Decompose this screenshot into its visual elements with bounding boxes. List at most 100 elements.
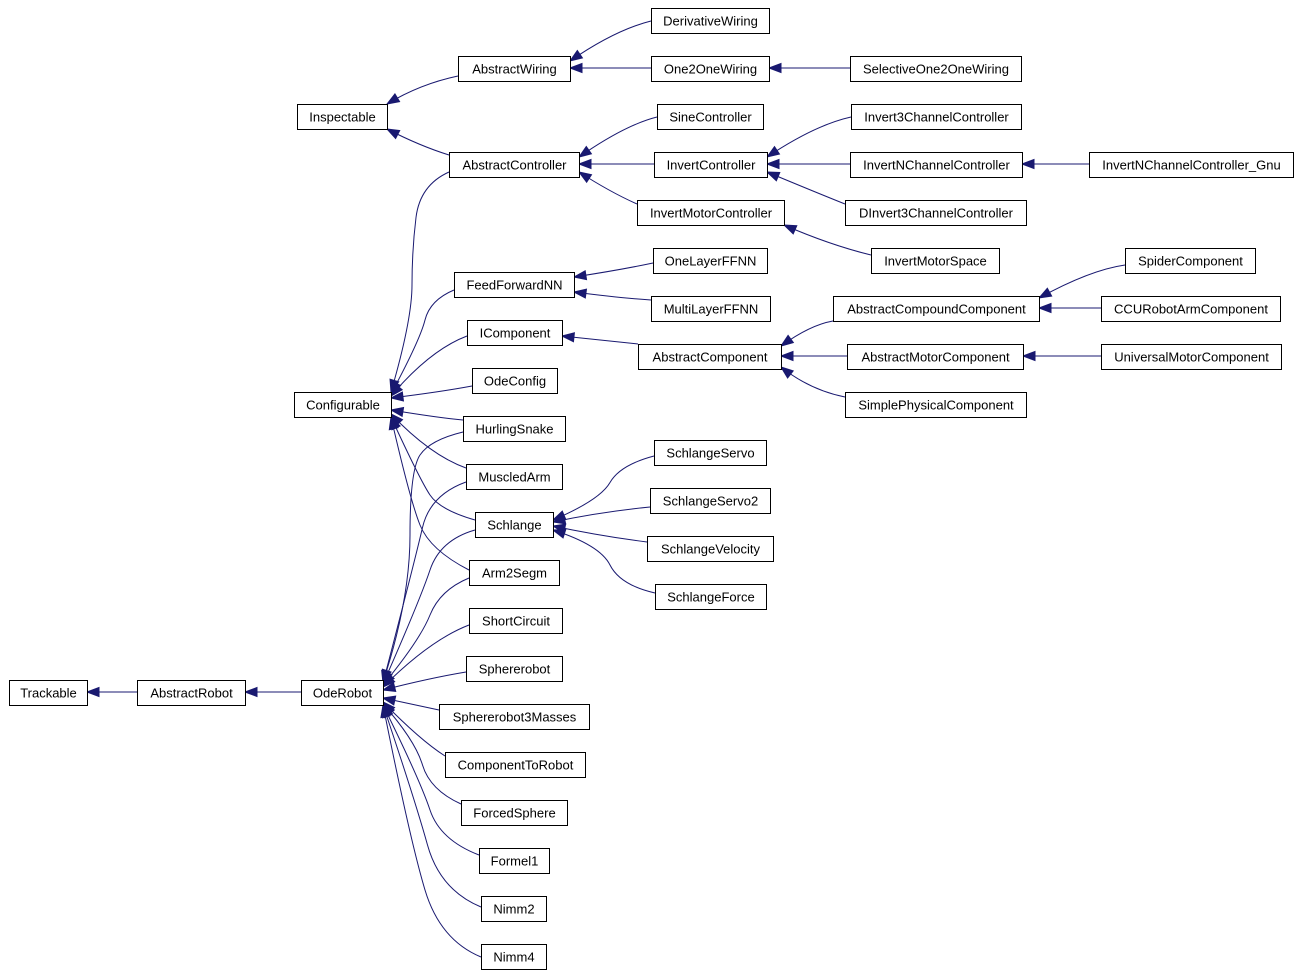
class-node-one2onewiring[interactable]: One2OneWiring xyxy=(651,56,770,82)
class-node-abstractcomponent[interactable]: AbstractComponent xyxy=(638,344,782,370)
class-node-arm2segm[interactable]: Arm2Segm xyxy=(469,560,560,586)
class-node-invertcontroller[interactable]: InvertController xyxy=(654,152,768,178)
class-node-forcedsphere[interactable]: ForcedSphere xyxy=(461,800,568,826)
arrow-head-icon xyxy=(1020,158,1035,170)
class-label: InvertMotorController xyxy=(650,206,773,221)
arrow-head-icon xyxy=(551,528,567,539)
edge-line xyxy=(552,506,651,523)
class-node-ccurobotarmcomponent[interactable]: CCURobotArmComponent xyxy=(1101,296,1281,322)
class-box xyxy=(845,200,1027,226)
arrow-head-icon xyxy=(1021,350,1036,362)
class-node-schlange[interactable]: Schlange xyxy=(475,512,554,538)
edge-OneLayerFFNN-to-FeedForwardNN xyxy=(572,262,654,281)
class-node-formel1[interactable]: Formel1 xyxy=(479,848,550,874)
class-node-icomponent[interactable]: IComponent xyxy=(467,320,563,346)
edge-AbstractRobot-to-Trackable xyxy=(85,686,137,698)
class-node-oderobot[interactable]: OdeRobot xyxy=(301,680,384,706)
edge-InvertMotorController-to-AbstractController xyxy=(577,171,638,205)
class-node-sphererobot[interactable]: Sphererobot xyxy=(466,656,563,682)
class-box xyxy=(650,488,771,514)
class-label: Schlange xyxy=(487,518,541,533)
class-node-feedforwardnn[interactable]: FeedForwardNN xyxy=(454,272,575,298)
arrow-head-icon xyxy=(389,391,405,402)
class-node-inspectable[interactable]: Inspectable xyxy=(297,104,388,130)
class-node-invertnchannelcontroller[interactable]: InvertNChannelController xyxy=(850,152,1023,178)
class-node-schlangeforce[interactable]: SchlangeForce xyxy=(655,584,767,610)
class-node-selectiveone2onewiring[interactable]: SelectiveOne2OneWiring xyxy=(850,56,1022,82)
class-node-shortcircuit[interactable]: ShortCircuit xyxy=(469,608,563,634)
class-node-odeconfig[interactable]: OdeConfig xyxy=(472,368,558,394)
class-node-invertmotorspace[interactable]: InvertMotorSpace xyxy=(871,248,1000,274)
class-node-abstractwiring[interactable]: AbstractWiring xyxy=(458,56,571,82)
class-node-nimm2[interactable]: Nimm2 xyxy=(481,896,547,922)
edge-HurlingSnake-to-Configurable xyxy=(389,406,464,421)
class-label: SchlangeServo xyxy=(666,446,754,461)
edge-line xyxy=(390,289,455,395)
class-node-invertnchannelcontroller-gnu[interactable]: InvertNChannelController_Gnu xyxy=(1089,152,1294,178)
arrow-head-icon xyxy=(385,128,401,140)
class-box xyxy=(1101,296,1281,322)
class-node-spidercomponent[interactable]: SpiderComponent xyxy=(1125,248,1256,274)
class-node-schlangeservo[interactable]: SchlangeServo xyxy=(654,440,767,466)
class-box xyxy=(469,608,563,634)
edge-AbstractWiring-to-Inspectable xyxy=(385,75,459,105)
arrow-head-icon xyxy=(779,334,795,347)
class-node-universalmotorcomponent[interactable]: UniversalMotorComponent xyxy=(1101,344,1282,370)
class-box xyxy=(1089,152,1294,178)
class-node-invert3channelcontroller[interactable]: Invert3ChannelController xyxy=(851,104,1022,130)
class-label: UniversalMotorComponent xyxy=(1114,350,1269,365)
class-node-hurlingsnake[interactable]: HurlingSnake xyxy=(463,416,566,442)
arrow-head-icon xyxy=(765,171,781,182)
class-label: DerivativeWiring xyxy=(663,14,758,29)
edge-SchlangeVelocity-to-Schlange xyxy=(551,523,648,543)
class-box xyxy=(9,680,88,706)
class-box xyxy=(294,392,392,418)
class-label: Invert3ChannelController xyxy=(864,110,1009,125)
class-label: Nimm4 xyxy=(493,950,534,965)
class-node-invertmotorcontroller[interactable]: InvertMotorController xyxy=(637,200,785,226)
class-box xyxy=(467,320,563,346)
edge-InvertNChannelController_Gnu-to-InvertNChannelController xyxy=(1020,158,1089,170)
class-label: Inspectable xyxy=(309,110,376,125)
edge-line xyxy=(382,703,462,805)
arrow-head-icon xyxy=(85,686,100,698)
class-node-dinvert3channelcontroller[interactable]: DInvert3ChannelController xyxy=(845,200,1027,226)
arrow-head-icon xyxy=(782,224,798,235)
edge-line xyxy=(390,416,476,521)
class-label: InvertNChannelController_Gnu xyxy=(1102,158,1280,173)
class-box xyxy=(469,560,560,586)
class-label: SchlangeVelocity xyxy=(661,542,761,557)
class-node-componenttorobot[interactable]: ComponentToRobot xyxy=(445,752,586,778)
class-node-simplephysicalcomponent[interactable]: SimplePhysicalComponent xyxy=(845,392,1027,418)
class-node-abstractmotorcomponent[interactable]: AbstractMotorComponent xyxy=(847,344,1024,370)
class-node-abstractcompoundcomponent[interactable]: AbstractCompoundComponent xyxy=(833,296,1040,322)
class-label: OneLayerFFNN xyxy=(665,254,757,269)
edge-line xyxy=(382,431,464,683)
class-node-sinecontroller[interactable]: SineController xyxy=(657,104,764,130)
class-node-sphererobot3masses[interactable]: Sphererobot3Masses xyxy=(439,704,590,730)
class-label: ShortCircuit xyxy=(482,614,550,629)
class-label: AbstractMotorComponent xyxy=(861,350,1010,365)
class-node-schlangeservo2[interactable]: SchlangeServo2 xyxy=(650,488,771,514)
edge-SchlangeServo2-to-Schlange xyxy=(551,506,651,525)
class-node-multilayerffnn[interactable]: MultiLayerFFNN xyxy=(651,296,771,322)
class-node-nimm4[interactable]: Nimm4 xyxy=(481,944,547,970)
nodes-layer: Trackable AbstractRobot OdeRobot Inspectabl… xyxy=(9,8,1294,970)
class-node-onelayerffnn[interactable]: OneLayerFFNN xyxy=(653,248,768,274)
edge-SchlangeServo-to-Schlange xyxy=(551,455,655,521)
class-node-muscledarm[interactable]: MuscledArm xyxy=(466,464,563,490)
class-node-trackable[interactable]: Trackable xyxy=(9,680,88,706)
class-node-abstractrobot[interactable]: AbstractRobot xyxy=(137,680,246,706)
arrow-head-icon xyxy=(568,62,583,74)
class-node-abstractcontroller[interactable]: AbstractController xyxy=(449,152,580,178)
class-node-derivativewiring[interactable]: DerivativeWiring xyxy=(651,8,770,34)
edge-AbstractComponent-to-IComponent xyxy=(560,332,639,345)
edge-AbstractController-to-Configurable xyxy=(389,171,450,394)
edge-FeedForwardNN-to-Configurable xyxy=(390,289,455,396)
class-node-schlangevelocity[interactable]: SchlangeVelocity xyxy=(647,536,774,562)
edge-One2OneWiring-to-AbstractWiring xyxy=(568,62,651,74)
edge-line xyxy=(578,116,658,158)
class-box xyxy=(638,344,782,370)
arrow-head-icon xyxy=(572,269,588,281)
class-node-configurable[interactable]: Configurable xyxy=(294,392,392,418)
